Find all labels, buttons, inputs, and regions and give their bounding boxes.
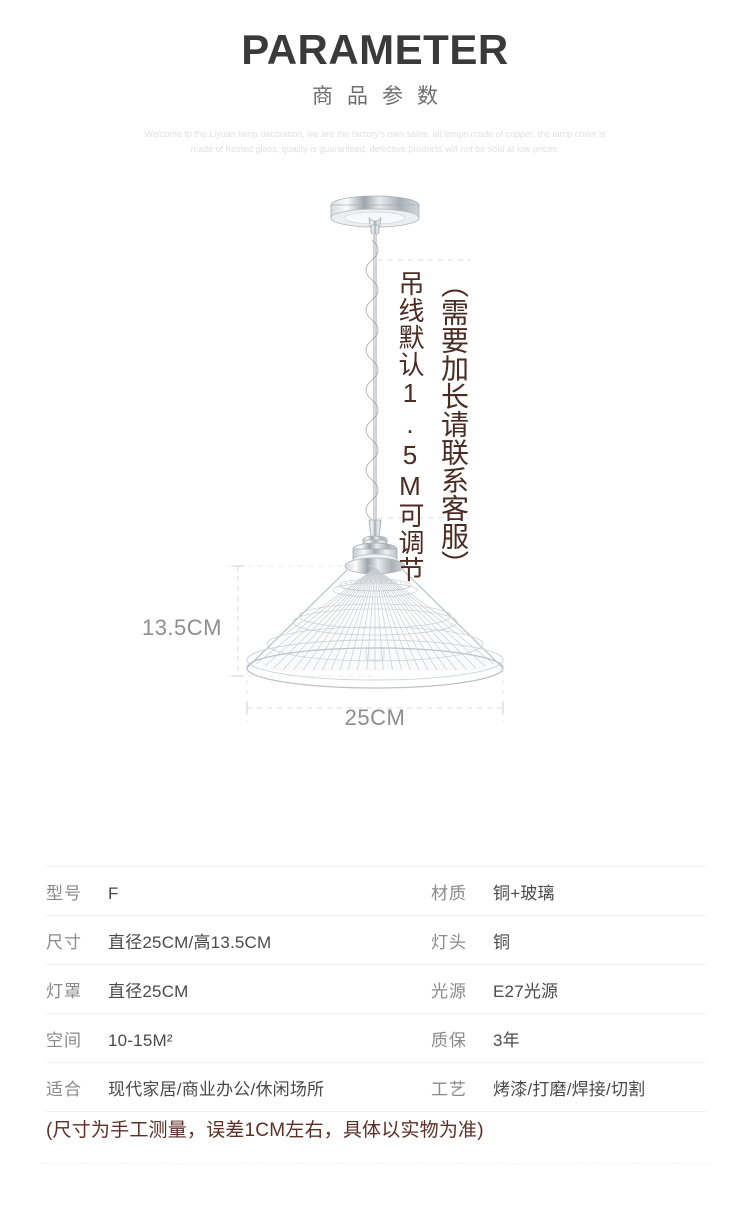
spec-value: 直径25CM/高13.5CM: [108, 932, 272, 952]
spec-value: 铜+玻璃: [493, 883, 555, 903]
width-dimension-ticks: [246, 702, 504, 714]
glass-shade: [246, 566, 504, 689]
width-dimension-label: 25CM: [344, 705, 406, 730]
spec-pair-lamp-holder: 灯头 铜: [431, 928, 706, 953]
spec-value: 10-15M²: [108, 1030, 173, 1050]
spec-value: 直径25CM: [108, 981, 189, 1001]
spec-key: 型号: [46, 883, 82, 903]
height-dimension-line: [228, 565, 380, 677]
spec-pair-light-source: 光源 E27光源: [431, 977, 706, 1002]
spec-pair-size: 尺寸 直径25CM/高13.5CM: [46, 928, 431, 953]
spec-pair-material: 材质 铜+玻璃: [431, 879, 706, 904]
spec-key: 材质: [431, 883, 467, 903]
hanging-cord: [365, 234, 379, 521]
spec-value: E27光源: [493, 981, 559, 1001]
spec-key: 灯罩: [46, 981, 82, 1001]
spec-pair-craft: 工艺 烤漆/打磨/焊接/切割: [431, 1075, 706, 1100]
spec-value: F: [108, 883, 119, 903]
table-row: 适合 现代家居/商业办公/休闲场所 工艺 烤漆/打磨/焊接/切割: [46, 1063, 706, 1112]
spec-value: 铜: [493, 932, 511, 952]
spec-pair-lampshade: 灯罩 直径25CM: [46, 977, 431, 1002]
spec-pair-suitable-for: 适合 现代家居/商业办公/休闲场所: [46, 1075, 431, 1100]
spec-key: 光源: [431, 981, 467, 1001]
spec-value: 烤漆/打磨/焊接/切割: [493, 1079, 646, 1099]
bottom-divider: [40, 1163, 710, 1164]
spec-pair-model: 型号 F: [46, 879, 431, 904]
spec-pair-warranty: 质保 3年: [431, 1026, 706, 1051]
cord-extension-note: （需要加长请联系客服）: [438, 270, 469, 578]
spec-key: 灯头: [431, 932, 467, 952]
spec-key: 尺寸: [46, 932, 82, 952]
spec-value: 现代家居/商业办公/休闲场所: [108, 1079, 325, 1099]
table-row: 灯罩 直径25CM 光源 E27光源: [46, 965, 706, 1014]
page-subtitle-cn: 商品参数: [312, 85, 452, 108]
spec-key: 工艺: [431, 1079, 467, 1099]
cord-length-note: 吊线默认1.5M可调节: [395, 270, 425, 583]
specification-table: 型号 F 材质 铜+玻璃 尺寸 直径25CM/高13.5CM 灯头 铜 灯罩 直…: [46, 866, 706, 1112]
spec-value: 3年: [493, 1030, 520, 1050]
measurement-disclaimer: (尺寸为手工测量，误差1CM左右，具体以实物为准): [46, 1120, 484, 1141]
product-illustration: 吊线默认1.5M可调节 （需要加长请联系客服） 13.5CM 25CM: [0, 170, 750, 750]
table-row: 型号 F 材质 铜+玻璃: [46, 866, 706, 916]
page-title: PARAMETER: [241, 26, 509, 73]
spec-key: 质保: [431, 1030, 467, 1050]
ceiling-canopy: [330, 195, 420, 235]
table-row: 空间 10-15M² 质保 3年: [46, 1014, 706, 1063]
height-dimension-label: 13.5CM: [141, 615, 222, 640]
spec-pair-space: 空间 10-15M²: [46, 1026, 431, 1051]
height-dimension-ticks: [232, 565, 244, 677]
spec-key: 适合: [46, 1079, 82, 1099]
pendant-lamp-drawing: [228, 195, 504, 722]
intro-paragraph: Welcome to the Liyuan lamp decoration, w…: [144, 129, 606, 154]
page-header: PARAMETER 商品参数 Welcome to the Liyuan lam…: [0, 0, 750, 157]
spec-key: 空间: [46, 1030, 82, 1050]
table-row: 尺寸 直径25CM/高13.5CM 灯头 铜: [46, 916, 706, 965]
